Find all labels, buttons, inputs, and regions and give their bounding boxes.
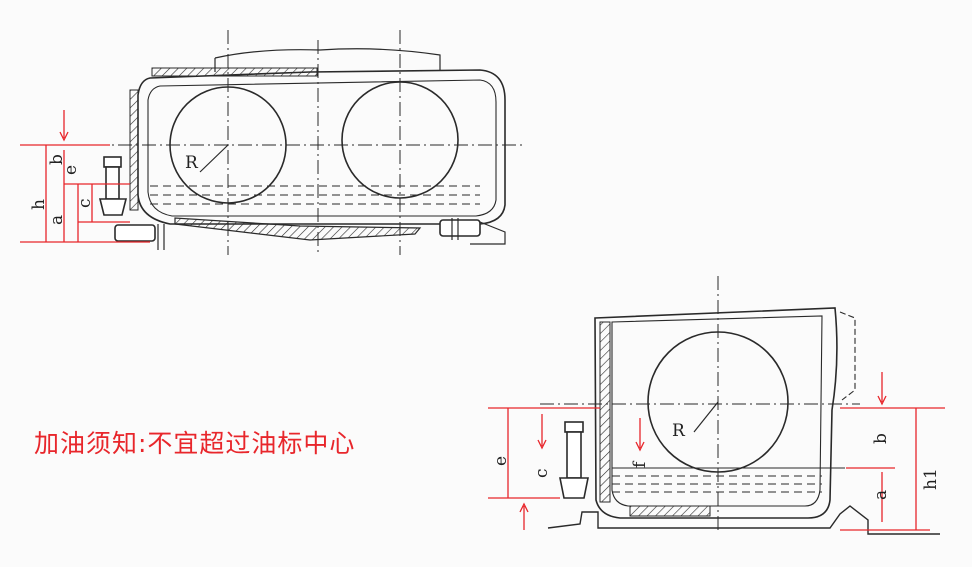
housing-inner bbox=[147, 79, 497, 217]
housing-outline bbox=[137, 69, 506, 225]
dim-h1-side: h1 bbox=[921, 468, 941, 490]
cover-hatch bbox=[151, 67, 318, 77]
side-housing-inner bbox=[611, 315, 823, 507]
side-housing-outline bbox=[594, 307, 838, 519]
foot-right bbox=[439, 219, 481, 237]
left-wall-hatch bbox=[129, 89, 139, 211]
side-base bbox=[547, 505, 940, 535]
side-wall-hatch bbox=[599, 321, 611, 503]
side-gauge-body bbox=[566, 431, 582, 479]
foot-bolt-right bbox=[451, 218, 459, 240]
radius-label-side: R bbox=[672, 421, 686, 441]
dim-b-top: b bbox=[47, 154, 67, 165]
dim-a-side: a bbox=[871, 490, 891, 500]
oil-gauge-base bbox=[98, 198, 128, 216]
dim-f-side: f bbox=[630, 460, 650, 468]
bottom-hatch bbox=[174, 217, 422, 241]
radius-line-side bbox=[693, 401, 719, 433]
dim-c-top: c bbox=[75, 198, 95, 208]
side-bottom-hatch bbox=[629, 505, 711, 517]
foot-bolt-left bbox=[157, 224, 165, 250]
dimensions-top bbox=[20, 110, 150, 243]
oil-gauge-cap bbox=[103, 156, 122, 168]
dim-c-side: c bbox=[532, 468, 552, 478]
gearbox-top-view bbox=[98, 48, 506, 250]
dim-a-top: a bbox=[47, 215, 67, 225]
radius-label-top: R bbox=[185, 153, 199, 173]
base-right bbox=[470, 221, 506, 245]
dim-b-side: b bbox=[871, 433, 891, 444]
dimensions-side bbox=[488, 372, 945, 531]
foot-left bbox=[114, 224, 156, 242]
oil-gauge-body bbox=[105, 166, 120, 200]
dim-e-top: e bbox=[61, 165, 81, 175]
side-right-flange bbox=[839, 311, 856, 401]
centerlines-side bbox=[540, 276, 860, 530]
side-gauge-cap bbox=[564, 421, 584, 433]
side-gauge-base bbox=[559, 477, 589, 499]
oil-filling-note: 加油须知:不宜超过油标中心 bbox=[34, 429, 356, 458]
gearbox-side-view bbox=[547, 307, 940, 535]
dim-h-top: h bbox=[29, 199, 49, 210]
dim-e-side: e bbox=[491, 456, 511, 466]
radius-line-top bbox=[199, 144, 229, 173]
oil-level-top bbox=[150, 185, 480, 205]
oil-level-side bbox=[612, 467, 845, 493]
lid-curve bbox=[214, 48, 441, 70]
